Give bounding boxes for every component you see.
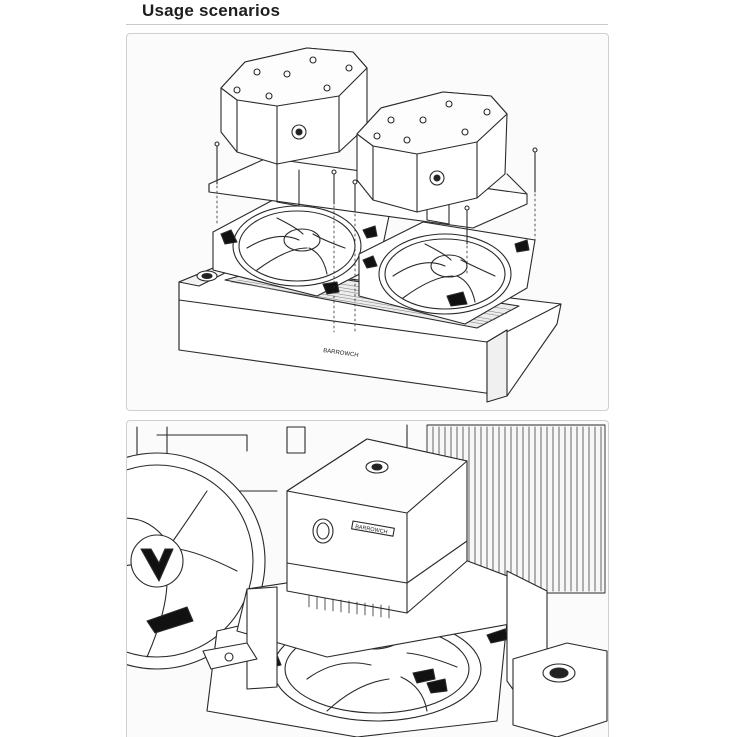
fan-left bbox=[212, 199, 390, 297]
section-title: Usage scenarios bbox=[142, 1, 281, 20]
title-divider bbox=[126, 24, 608, 25]
radiator-brand-label: BARROWCH bbox=[323, 348, 359, 359]
screws bbox=[214, 141, 538, 335]
fan-left-large bbox=[127, 452, 266, 670]
fan-right bbox=[358, 221, 536, 325]
radiator-port bbox=[512, 642, 608, 737]
installed-pump-panel: BARROWCH bbox=[126, 420, 609, 737]
installed-pump-illustration: BARROWCH bbox=[127, 424, 608, 737]
pump-block-left bbox=[220, 47, 368, 165]
exploded-assembly-panel: BARROWCH bbox=[126, 33, 609, 411]
pump-block-right bbox=[356, 91, 508, 213]
exploded-assembly-illustration: BARROWCH bbox=[178, 47, 562, 403]
pump-brand-label: BARROWCH bbox=[355, 524, 388, 536]
pump-cube: BARROWCH bbox=[286, 438, 468, 619]
